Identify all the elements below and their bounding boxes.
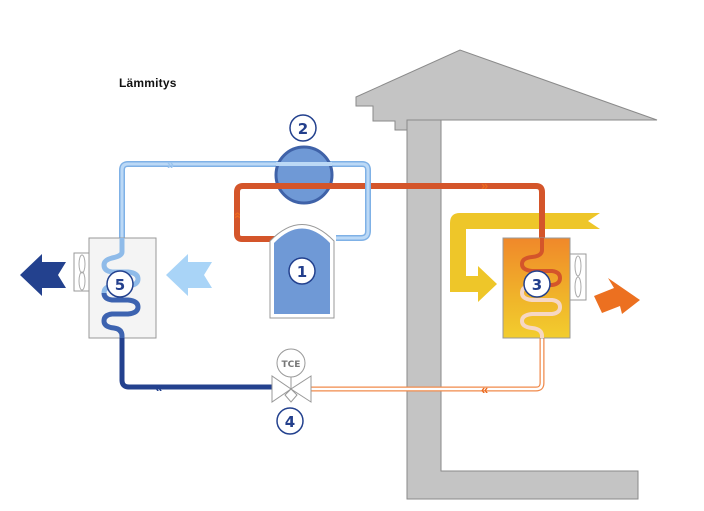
component-number-1: 1 — [297, 263, 307, 281]
house-roof — [355, 49, 658, 131]
warm-air-arrow — [450, 213, 600, 302]
evaporator: 5 — [73, 237, 157, 339]
component-number-2: 2 — [298, 120, 308, 138]
flow-arrow-icon: « — [481, 382, 488, 397]
cold-air-out-arrow — [20, 254, 66, 296]
component-number-5: 5 — [115, 276, 125, 294]
liquid-pipe-warm: « — [310, 338, 545, 397]
cold-air-in-arrow — [166, 254, 212, 296]
valve-label: TCE — [282, 360, 301, 370]
expansion-valve: TCE 4 — [271, 348, 312, 435]
fan-icon — [574, 255, 582, 277]
flow-arrow-icon: » — [167, 157, 174, 172]
compressor: 2 — [274, 114, 334, 205]
flow-arrow-icon: « — [155, 380, 162, 395]
hot-gas-pipe: » » — [229, 178, 545, 246]
condenser: 3 — [502, 237, 587, 339]
component-number-4: 4 — [285, 413, 295, 431]
house — [355, 49, 658, 500]
diagram-title: Lämmitys — [119, 76, 177, 90]
hot-air-out-arrow — [594, 278, 640, 314]
flow-arrow-icon: » — [229, 212, 244, 219]
house-wall — [406, 119, 639, 500]
suction-pipe: » — [119, 157, 371, 248]
fan-icon — [78, 254, 86, 274]
liquid-pipe-cold: « — [119, 338, 272, 395]
flow-arrow-icon: » — [481, 178, 488, 193]
compressor-tank: 1 — [269, 224, 335, 319]
component-number-3: 3 — [532, 276, 542, 294]
